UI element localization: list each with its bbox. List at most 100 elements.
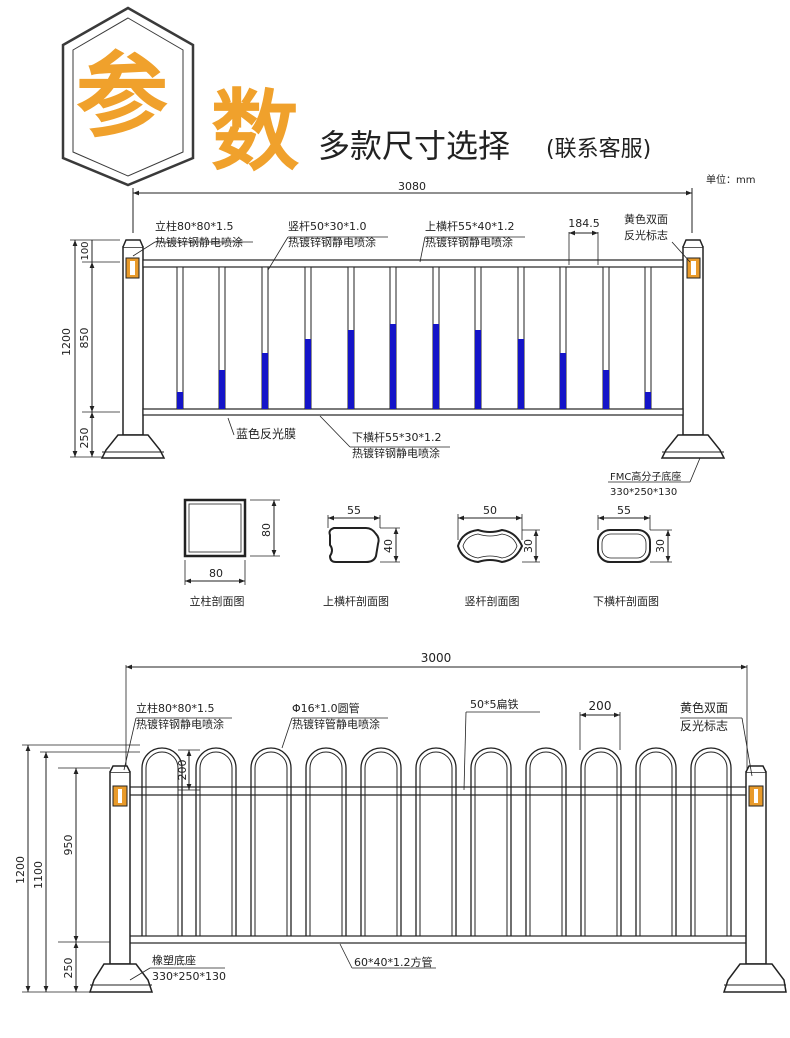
arch-pipe (580, 747, 622, 936)
left-base (100, 434, 166, 459)
top-rail-label-1: 上横杆55*40*1.2 (425, 219, 515, 233)
top-height-250: 250 (78, 428, 91, 449)
bottom-reflector-label-1: 黄色双面 (680, 701, 728, 715)
arch-pipe (639, 751, 673, 936)
post-section: 80 80 立柱剖面图 (183, 498, 280, 608)
bottom-rail-label-2: 热镀锌钢静电喷涂 (352, 446, 440, 460)
arch-pipe (635, 747, 677, 936)
arch-pipe (250, 747, 292, 936)
arch-pipe (470, 747, 512, 936)
bottom-post-label-1: 立柱80*80*1.5 (136, 701, 215, 715)
arch-pipe (525, 747, 567, 936)
blue-reflective-film (645, 392, 651, 409)
arch-pipe (141, 747, 183, 936)
bottom-base-label-2: 330*250*130 (152, 970, 226, 983)
top-fence-drawing: 单位：mm 3080 1200 100 850 250 (60, 173, 755, 498)
bottom-left-base (88, 963, 154, 993)
blue-film-label: 蓝色反光膜 (236, 427, 296, 441)
arch-pipe (474, 751, 508, 936)
bottom-right-base (722, 963, 787, 993)
bottom-post-label-2: 热镀锌钢静电喷涂 (136, 717, 224, 731)
header-char-can: 参 (76, 43, 168, 150)
arch-pipe (145, 751, 179, 936)
cross-sections: 80 80 立柱剖面图 55 40 上横杆剖面图 50 (183, 498, 672, 608)
top-height-850: 850 (78, 328, 91, 349)
arch-pipe (364, 751, 398, 936)
section-picket-w: 50 (483, 504, 497, 517)
arch-pipe (305, 747, 347, 936)
blue-reflective-film (560, 353, 566, 409)
blue-reflective-film (433, 324, 439, 409)
blue-reflective-film (475, 330, 481, 409)
top-spacing-dim: 184.5 (568, 217, 600, 230)
reflector-label-1: 黄色双面 (624, 212, 668, 226)
bottom-arch-height-dim: 200 (176, 760, 189, 781)
picket (176, 266, 184, 410)
header-note: (联系客服) (546, 137, 651, 162)
flat-bar-label: 50*5扁铁 (470, 698, 519, 711)
arch-pipe (415, 747, 457, 936)
section-post-h: 80 (260, 523, 273, 537)
bottom-width-dim: 3000 (421, 651, 452, 665)
arch-pipe (529, 751, 563, 936)
section-bottomrail-w: 55 (617, 504, 631, 517)
blue-reflective-film (305, 339, 311, 409)
blue-reflective-film (603, 370, 609, 409)
top-rail-section: 55 40 上横杆剖面图 (323, 504, 400, 608)
arch-pipe (254, 751, 288, 936)
top-rail-label-2: 热镀锌钢静电喷涂 (425, 235, 513, 249)
pipe-label-1: Φ16*1.0圆管 (292, 701, 360, 715)
bottom-reflector-label-2: 反光标志 (680, 719, 728, 733)
section-toprail-w: 55 (347, 504, 361, 517)
top-pickets (176, 266, 652, 410)
arch-pipe (694, 751, 728, 936)
top-height-total: 1200 (60, 328, 73, 356)
arch-pipe (584, 751, 618, 936)
pipe-label-2: 热镀锌管静电喷涂 (292, 717, 380, 731)
blue-reflective-film (518, 339, 524, 409)
blue-reflective-film (177, 392, 183, 409)
bottom-square-rail-label: 60*40*1.2方管 (354, 955, 433, 969)
flat-bar-rail (127, 786, 749, 796)
bottom-spacing-dim: 200 (589, 699, 612, 713)
arch-pipe (419, 751, 453, 936)
section-picket-caption: 竖杆剖面图 (465, 594, 520, 608)
bottom-square-rail (127, 935, 749, 944)
bottom-height-1200: 1200 (14, 856, 27, 884)
right-base (660, 434, 726, 459)
blue-reflective-film (390, 324, 396, 409)
section-bottomrail-caption: 下横杆剖面图 (593, 594, 659, 608)
bottom-rail-label-1: 下横杆55*30*1.2 (352, 430, 442, 444)
arch-pipe (195, 747, 237, 936)
section-toprail-caption: 上横杆剖面图 (323, 594, 389, 608)
bottom-arches (141, 747, 732, 936)
section-toprail-h: 40 (382, 539, 395, 553)
blue-reflective-film (219, 370, 225, 409)
hexagon-logo-frame (61, 6, 195, 187)
hexagon-logo-inner (72, 17, 184, 177)
arch-pipe (199, 751, 233, 936)
top-height-100: 100 (80, 241, 91, 260)
section-bottomrail-h: 30 (654, 539, 667, 553)
header-char-shu: 数 (211, 80, 299, 183)
bottom-height-250: 250 (62, 958, 75, 979)
base-label-2: 330*250*130 (610, 487, 677, 498)
section-picket-h: 30 (522, 539, 535, 553)
bottom-base-label-1: 橡塑底座 (152, 953, 196, 967)
section-post-caption: 立柱剖面图 (190, 594, 245, 608)
blue-reflective-film (348, 330, 354, 409)
picket-label-2: 热镀锌钢静电喷涂 (288, 235, 376, 249)
top-rail (142, 259, 684, 268)
picket (644, 266, 652, 410)
section-post-w: 80 (209, 567, 223, 580)
bottom-rail-section: 55 30 下横杆剖面图 (593, 504, 672, 608)
arch-pipe (690, 747, 732, 936)
top-post-label-1: 立柱80*80*1.5 (155, 219, 234, 233)
unit-label: 单位：mm (706, 173, 755, 186)
bottom-height-1100: 1100 (32, 861, 45, 889)
reflector-label-2: 反光标志 (624, 228, 668, 242)
bottom-rail (142, 408, 684, 416)
picket-section: 50 30 竖杆剖面图 (456, 504, 540, 608)
